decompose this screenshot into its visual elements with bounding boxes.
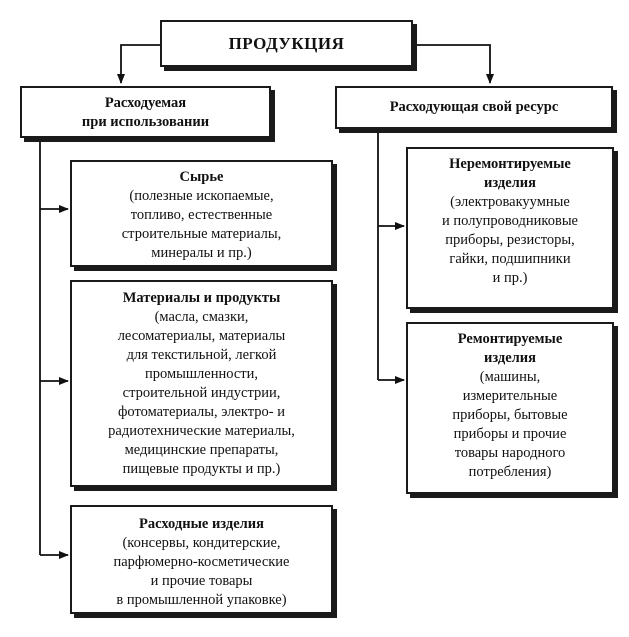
item-desc-line: и полупроводниковые [441, 213, 578, 229]
left-category-title-line-2: при использовании [81, 114, 210, 130]
item-title-line: Ремонтируемые [457, 331, 563, 347]
item-title: Сырье [179, 169, 224, 185]
item-desc-line: потребления) [468, 464, 552, 480]
right-category-title: Расходующая свой ресурс [389, 99, 559, 115]
root-title: ПРОДУКЦИЯ [228, 34, 345, 53]
left-item-consumables: Расходные изделия (консервы, кондитерски… [70, 505, 333, 614]
item-desc-line: и пр.) [492, 270, 528, 286]
item-desc-line: (полезные ископаемые, [129, 188, 274, 204]
root-left-connector [117, 44, 160, 84]
item-desc-line: в промышленной упаковке) [116, 592, 287, 608]
item-title: Расходные изделия [139, 516, 264, 532]
left-category-box: Расходуемая при использовании [20, 86, 271, 138]
item-desc-line: гайки, подшипники [449, 251, 571, 267]
item-desc-line: (масла, смазки, [154, 309, 249, 325]
item-title-line: Неремонтируемые [449, 156, 571, 172]
right-category-box: Расходующая свой ресурс [335, 86, 613, 129]
left-item-raw-materials: Сырье (полезные ископаемые, топливо, ест… [70, 160, 333, 267]
item-desc-line: и прочие товары [150, 573, 253, 589]
item-desc-line: промышленности, [144, 366, 259, 382]
item-desc-line: (машины, [479, 369, 541, 385]
item-title: Материалы и продукты [122, 290, 281, 306]
right-item-repairable: Ремонтируемые изделия (машины, измерител… [406, 322, 614, 494]
item-desc-line: приборы, резисторы, [445, 232, 575, 248]
item-desc-line: (консервы, кондитерские, [122, 535, 281, 551]
right-item-non-repairable: Неремонтируемые изделия (электровакуумны… [406, 147, 614, 309]
item-desc-line: измерительные [462, 388, 558, 404]
item-desc-line: пищевые продукты и пр.) [122, 461, 281, 477]
item-desc-line: приборы, бытовые [452, 407, 568, 423]
item-desc-line: для текстильной, легкой [126, 347, 277, 363]
item-desc-line: медицинские препараты, [124, 442, 279, 458]
item-title-line: изделия [483, 175, 537, 191]
item-desc-line: приборы и прочие [453, 426, 567, 442]
left-category-title-line-1: Расходуемая [104, 95, 187, 111]
item-desc-line: топливо, естественные [130, 207, 273, 223]
root-right-connector [413, 44, 494, 84]
item-desc-line: парфюмерно-косметические [113, 554, 290, 570]
item-desc-line: строительной индустрии, [122, 385, 281, 401]
item-desc-line: строительные материалы, [121, 226, 282, 242]
left-item-materials-products: Материалы и продукты (масла, смазки, лес… [70, 280, 333, 487]
item-desc-line: фотоматериалы, электро- и [118, 404, 285, 420]
item-desc-line: минералы и пр.) [151, 245, 252, 261]
item-desc-line: (электровакуумные [450, 194, 570, 210]
item-title-line: изделия [483, 350, 537, 366]
item-desc-line: радиотехнические материалы, [108, 423, 295, 439]
item-desc-line: товары народного [454, 445, 566, 461]
root-box: ПРОДУКЦИЯ [160, 20, 413, 67]
item-desc-line: лесоматериалы, материалы [117, 328, 286, 344]
